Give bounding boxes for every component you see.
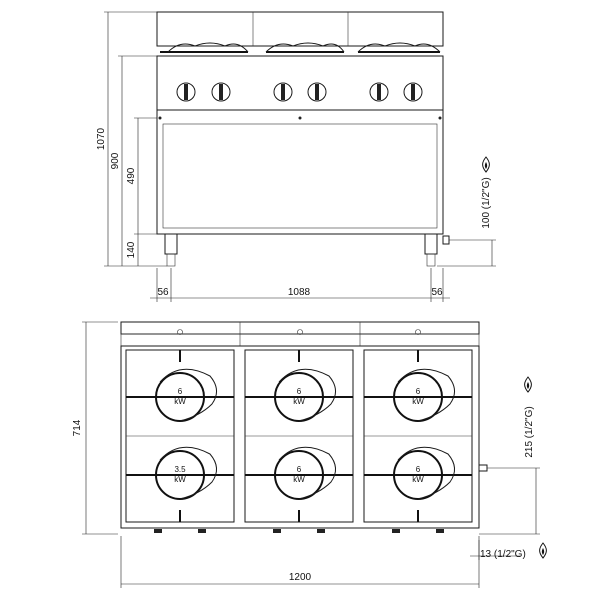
dim-depth: 714 (72, 419, 83, 436)
gas-inlet-top (478, 464, 488, 472)
front-view: 1070 900 490 140 100 (1/2"G) 56 1088 56 (96, 11, 496, 302)
burner-3: 6 kW (393, 368, 455, 422)
front-bottom-dimensions: 56 1088 56 (150, 268, 450, 302)
knob[interactable] (307, 82, 327, 102)
knobs (176, 82, 423, 102)
back-rail (120, 321, 480, 335)
knob[interactable] (403, 82, 423, 102)
burner-unit: kW (174, 475, 186, 484)
gas-flame-icon (539, 542, 547, 559)
control-panel (156, 55, 444, 111)
top-view: 6 kW 6 kW 6 kW 3.5 kW 6 kW (72, 321, 547, 588)
dim-right-offset: 56 (431, 287, 443, 298)
burner-power: 6 (178, 387, 183, 396)
top-width-dimension: 1200 (120, 536, 480, 588)
dim-gas-inlet-y: 215 (1/2"G) (524, 406, 535, 457)
cabinet (156, 109, 444, 235)
burner-power: 6 (416, 465, 421, 474)
gas-flame-icon (482, 156, 490, 173)
burner-2: 6 kW (274, 368, 336, 422)
dim-left-offset: 56 (157, 287, 169, 298)
dim-leg-height: 140 (126, 241, 137, 258)
dim-gas-inlet-height: 100 (1/2"G) (481, 177, 492, 228)
dim-cabinet-height: 490 (126, 167, 137, 184)
burner-unit: kW (174, 397, 186, 406)
front-knob-tabs (154, 529, 444, 533)
burner-1: 6 kW (155, 368, 217, 422)
gas-flame-icon (524, 376, 532, 393)
legs (164, 233, 438, 267)
backsplash (156, 11, 444, 47)
dim-width: 1200 (289, 572, 312, 583)
burner-power: 6 (297, 465, 302, 474)
top-depth-dimension: 714 (72, 321, 118, 535)
knob[interactable] (176, 82, 196, 102)
burner-power: 3.5 (174, 465, 186, 474)
dim-gas-inlet-x: 13 (1/2"G) (480, 549, 526, 560)
cabinet-opening (162, 123, 438, 229)
burner-power: 6 (297, 387, 302, 396)
burner-4: 3.5 kW (155, 446, 217, 500)
front-gas-dimension: 100 (1/2"G) (437, 156, 496, 267)
dim-worktop-height: 900 (110, 152, 121, 169)
front-pan-supports (157, 42, 443, 57)
burner-unit: kW (412, 475, 424, 484)
knob[interactable] (211, 82, 231, 102)
cooktop-body (120, 345, 480, 529)
knob[interactable] (369, 82, 389, 102)
burner-6: 6 kW (393, 446, 455, 500)
burner-unit: kW (293, 475, 305, 484)
burner-unit: kW (412, 397, 424, 406)
gas-inlet-front (442, 235, 450, 245)
knob[interactable] (273, 82, 293, 102)
burner-unit: kW (293, 397, 305, 406)
dim-inner-width: 1088 (288, 287, 311, 298)
dim-total-height: 1070 (96, 127, 107, 150)
burner-power: 6 (416, 387, 421, 396)
top-gas-dimensions: 215 (1/2"G) 13 (1/2"G) (470, 376, 547, 560)
burner-5: 6 kW (274, 446, 336, 500)
front-left-dimensions: 1070 900 490 140 (96, 11, 167, 267)
